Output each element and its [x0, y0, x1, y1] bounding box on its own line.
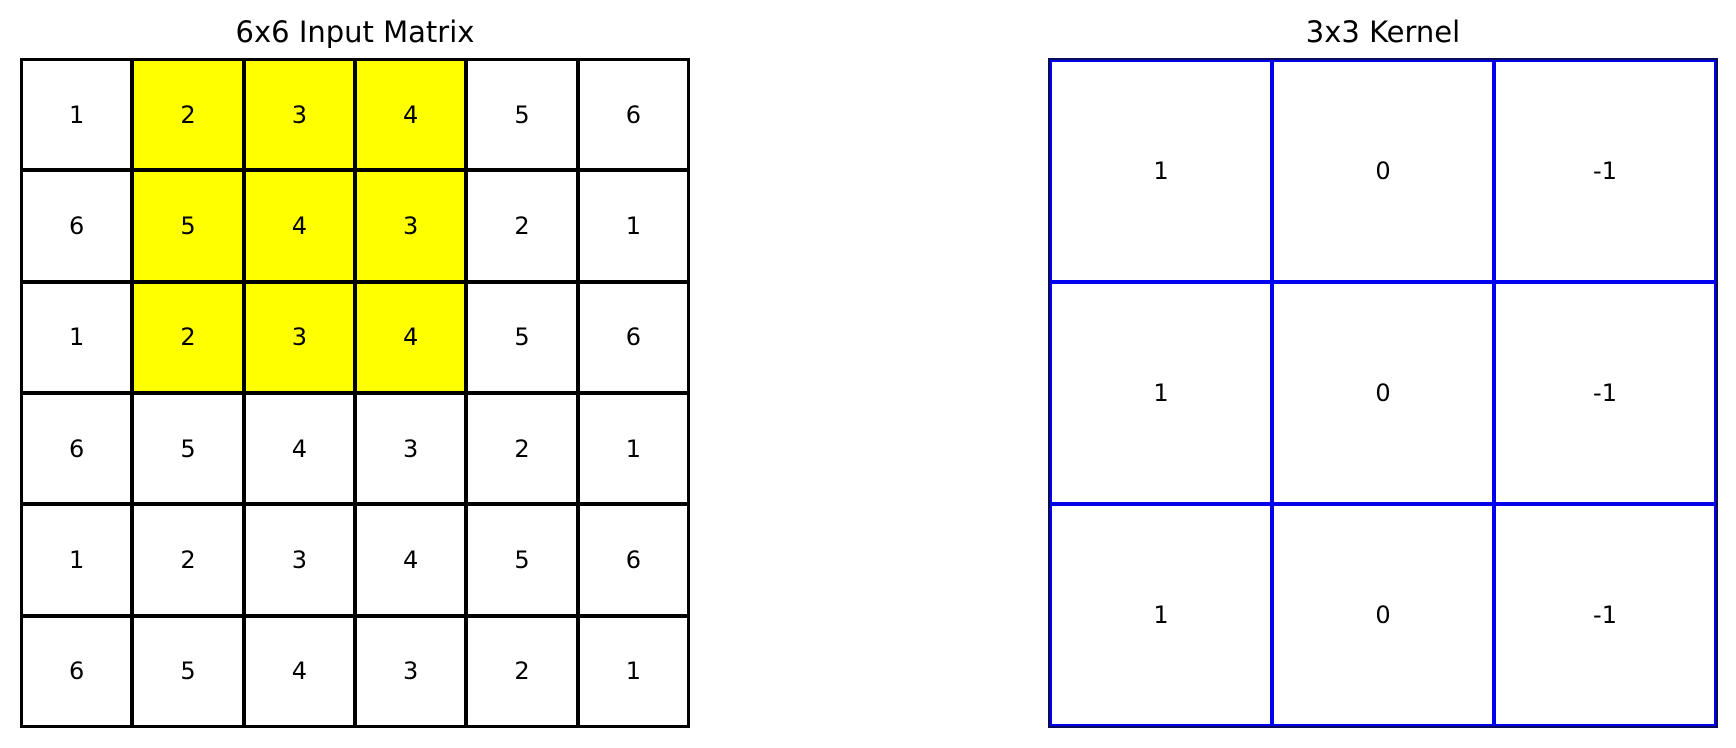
kernel-cell: 0: [1272, 60, 1494, 282]
input-cell: 1: [21, 504, 133, 616]
input-cell: 6: [577, 281, 689, 393]
input-cell-highlighted: 5: [132, 170, 244, 282]
input-cell: 1: [577, 393, 689, 505]
input-cell: 1: [21, 59, 133, 171]
input-cell: 5: [132, 615, 244, 727]
input-cell: 6: [577, 59, 689, 171]
kernel-cell: 1: [1050, 282, 1272, 504]
kernel-cell: -1: [1494, 60, 1716, 282]
kernel-cell: -1: [1494, 504, 1716, 726]
input-cell-highlighted: 4: [355, 59, 467, 171]
input-cell: 6: [577, 504, 689, 616]
kernel-cell: -1: [1494, 282, 1716, 504]
input-cell: 1: [577, 170, 689, 282]
input-cell: 2: [132, 504, 244, 616]
input-cell: 2: [466, 615, 578, 727]
input-cell: 1: [577, 615, 689, 727]
input-cell-highlighted: 3: [243, 281, 355, 393]
input-cell: 3: [243, 504, 355, 616]
input-cell: 5: [466, 59, 578, 171]
input-cell: 1: [21, 281, 133, 393]
input-cell: 4: [243, 393, 355, 505]
input-cell: 6: [21, 170, 133, 282]
input-matrix-title: 6x6 Input Matrix: [235, 15, 475, 49]
input-cell: 6: [21, 393, 133, 505]
input-cell: 4: [355, 504, 467, 616]
kernel-title: 3x3 Kernel: [1305, 15, 1461, 49]
input-cell: 3: [355, 393, 467, 505]
input-cell: 3: [355, 615, 467, 727]
input-cell-highlighted: 2: [132, 59, 244, 171]
input-cell-highlighted: 3: [243, 59, 355, 171]
input-cell: 5: [466, 504, 578, 616]
input-cell: 2: [466, 393, 578, 505]
input-cell-highlighted: 3: [355, 170, 467, 282]
input-cell: 5: [132, 393, 244, 505]
kernel-cell: 0: [1272, 504, 1494, 726]
kernel-cell: 1: [1050, 60, 1272, 282]
input-cell-highlighted: 4: [355, 281, 467, 393]
input-cell: 4: [243, 615, 355, 727]
kernel-cell: 1: [1050, 504, 1272, 726]
input-cell-highlighted: 4: [243, 170, 355, 282]
kernel-cell: 0: [1272, 282, 1494, 504]
input-cell-highlighted: 2: [132, 281, 244, 393]
input-cell: 6: [21, 615, 133, 727]
input-cell: 5: [466, 281, 578, 393]
input-cell: 2: [466, 170, 578, 282]
